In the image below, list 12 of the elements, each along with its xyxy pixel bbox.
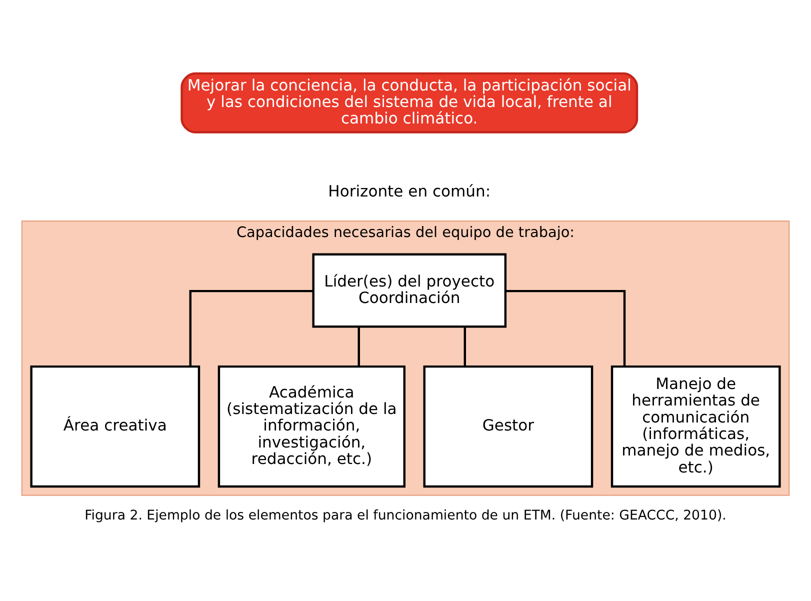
node-box: Académica (sistematización de la información, investigación, redacción, etc.) — [218, 365, 406, 488]
node-box: Área creativa — [30, 365, 200, 488]
node-box: Mejorar la conciencia, la conducta, la participación social y las condiciones del sistema de vida local, frente al cambio climático. — [180, 72, 638, 134]
caption: Figura 2. Ejemplo de los elementos para el funcionamiento de un ETM. (Fuente: GEACCC, 2010). — [84, 508, 726, 524]
node-box: Líder(es) del proyecto Coordinación — [312, 253, 507, 328]
node-box: Manejo de herramientas de comunicación (informáticas, manejo de medios, etc.) — [610, 365, 781, 488]
node-box: Gestor — [423, 365, 594, 488]
connector — [464, 326, 466, 366]
connector — [506, 290, 626, 366]
connector — [189, 290, 314, 366]
connector — [358, 326, 360, 366]
label: Horizonte en común: — [328, 182, 491, 200]
